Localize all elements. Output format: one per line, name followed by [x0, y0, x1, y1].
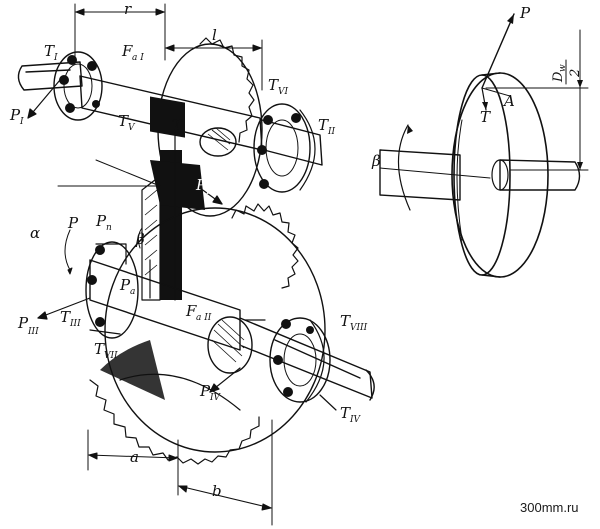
label-beta: β: [135, 230, 145, 248]
center-column: [57, 131, 205, 301]
label-b: b: [212, 482, 222, 500]
wheel-label-p: P: [519, 4, 531, 22]
angle-arcs: [64, 227, 143, 275]
label-a: a: [130, 448, 139, 466]
label-fa-ii-sub: a II: [196, 313, 212, 323]
label-t-vi-sub: VI: [278, 87, 288, 97]
upper-right-bearing: [253, 103, 316, 193]
label-pn-sub: n: [106, 223, 112, 233]
label-p-ii-sub: II: [205, 187, 214, 197]
lower-left-bearing: [85, 241, 139, 339]
watermark: 300mm.ru: [520, 500, 579, 515]
wheel-label-dw-sub: w: [558, 64, 568, 72]
label-r: r: [124, 0, 132, 18]
label-p-iii-sub: III: [27, 327, 39, 337]
label-t-vii-sub: VII: [104, 351, 118, 361]
wheel-label-dw: D: [551, 71, 566, 83]
dimension-l: [165, 39, 263, 91]
wheel-detail: P T A β D w 2: [371, 4, 589, 278]
wheel-label-a: A: [502, 92, 515, 110]
label-t-ii-sub: II: [327, 127, 336, 137]
upper-gear: [150, 37, 263, 217]
lower-right-bearing: [269, 317, 331, 403]
label-t-iii: T: [60, 308, 71, 326]
label-p-iv: P: [199, 382, 211, 400]
wheel-label-dw-den: 2: [568, 69, 583, 78]
label-fa-i: F: [121, 42, 133, 60]
label-t-iii-sub: III: [69, 319, 81, 329]
wheel-label-t: T: [480, 108, 491, 126]
label-fa-i-sub: a I: [132, 53, 144, 63]
label-t-main: T: [172, 116, 183, 134]
label-t-viii-sub: VIII: [350, 323, 368, 333]
wheel-dimension-dw: D w 2: [551, 59, 583, 85]
dimension-r: [74, 3, 166, 61]
label-p-i: P: [9, 106, 21, 124]
wheel-label-beta: β: [371, 152, 381, 170]
label-t-i: T: [44, 42, 55, 60]
label-t-v: T: [118, 112, 129, 130]
label-pn: P: [95, 212, 107, 230]
label-pa: P: [119, 276, 131, 294]
label-t-vi: T: [268, 76, 279, 94]
upper-left-bearing: [53, 51, 103, 121]
label-t-ii: T: [318, 116, 329, 134]
dimension-b: [178, 419, 273, 526]
label-p-i-sub: I: [19, 117, 24, 127]
label-t-iv: T: [340, 404, 351, 422]
label-t-vii: T: [94, 340, 105, 358]
label-p: P: [67, 214, 79, 232]
lower-shaft: [89, 259, 375, 401]
labels-left: r l a b T I P I F a I T VI T V T T II P …: [9, 0, 368, 500]
label-t-viii: T: [340, 312, 351, 330]
label-fa-ii: F: [185, 302, 197, 320]
label-p-iv-sub: IV: [209, 393, 222, 403]
force-arrows: [27, 79, 337, 411]
label-p-iii: P: [17, 314, 29, 332]
label-pa-sub: a: [130, 287, 135, 297]
label-alpha: α: [30, 224, 40, 242]
label-t-i-sub: I: [53, 53, 58, 63]
label-l: l: [212, 26, 217, 44]
lower-gear: [89, 203, 326, 465]
label-t-v-sub: V: [128, 123, 136, 133]
label-p-ii: P: [195, 176, 207, 194]
label-t-iv-sub: IV: [349, 415, 362, 425]
